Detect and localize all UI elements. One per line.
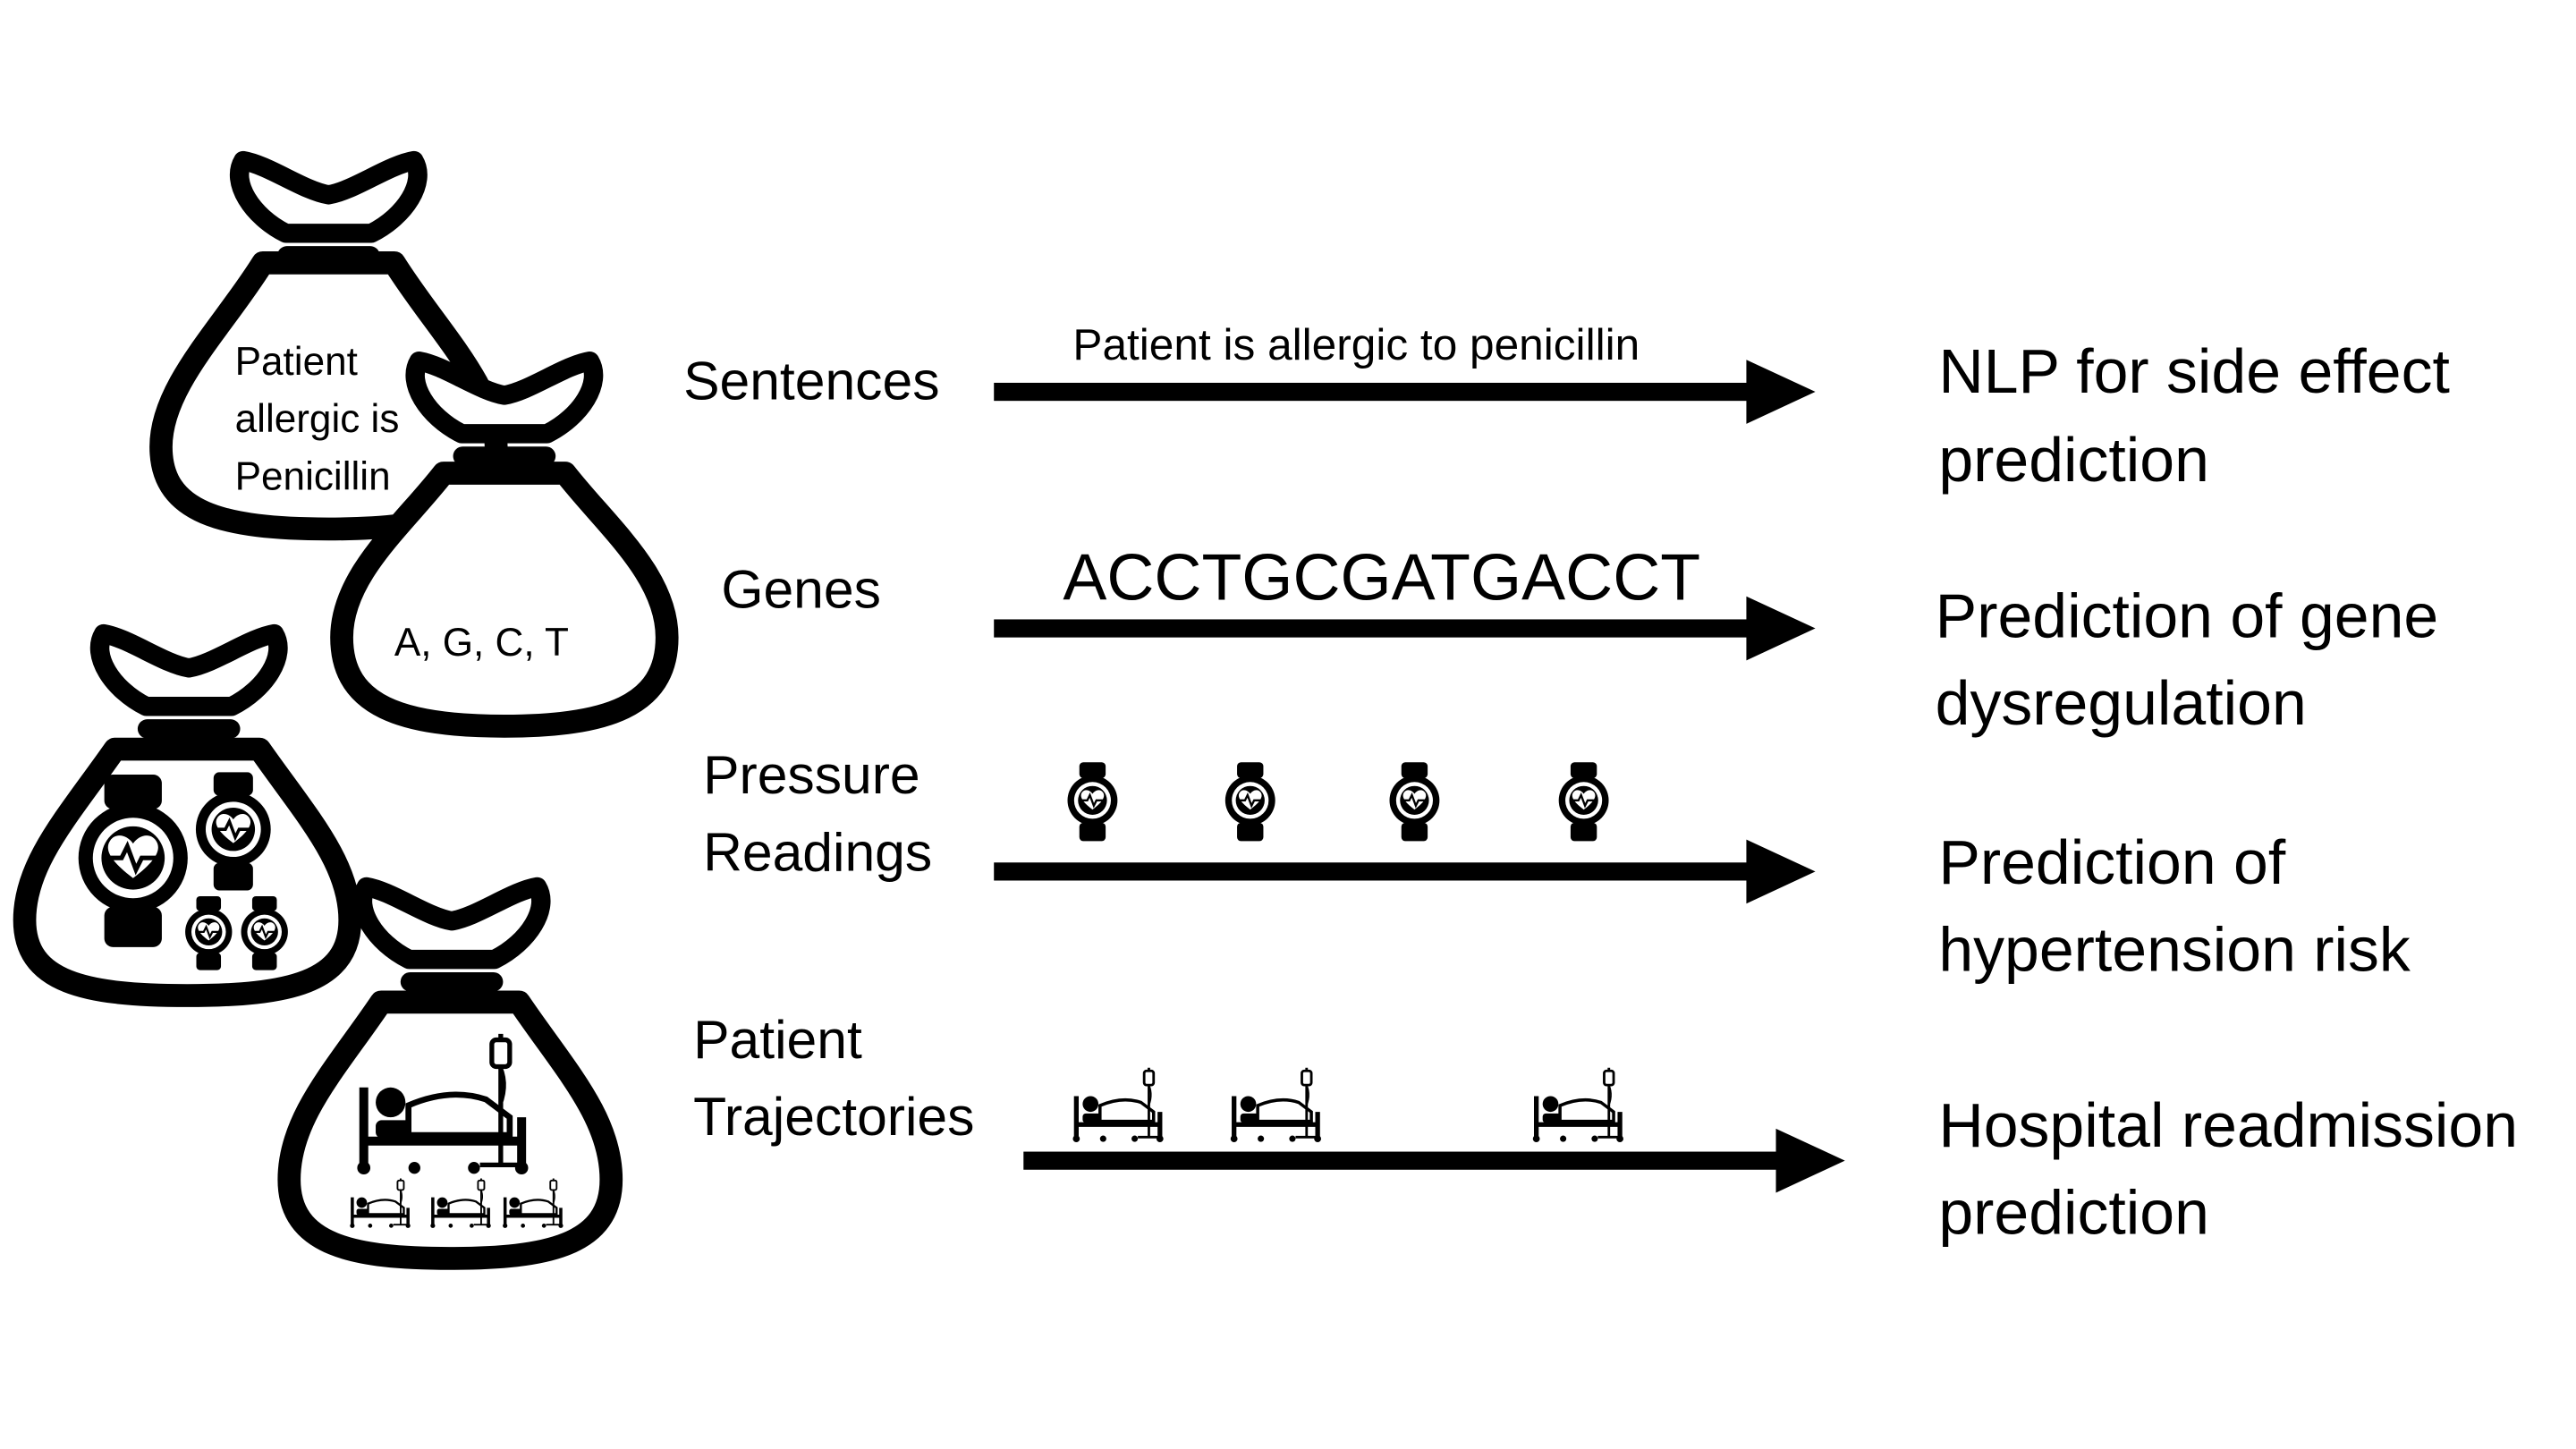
row-sentences: Sentences Patient is allergic to penicil…: [683, 319, 2450, 495]
row-patient-trajectories: Patient Trajectories Hospital readmissio…: [693, 1009, 2518, 1248]
output-label-hypertension-line-2: hypertension risk: [1938, 915, 2411, 985]
sequence-text-sentence: Patient is allergic to penicillin: [1072, 319, 1640, 369]
output-label-nlp-line-1: NLP for side effect: [1938, 336, 2450, 406]
bag-patient-trajectories: [277, 886, 623, 1270]
smartwatch-heart-icon: [1388, 761, 1441, 843]
smartwatch-heart-icon: [1224, 761, 1276, 843]
input-label-pressure-line-1: Pressure: [703, 744, 920, 805]
smartwatch-heart-icon: [1066, 761, 1119, 843]
arrow: [1023, 1128, 1845, 1193]
arrow: [994, 839, 1816, 904]
output-label-nlp-line-2: prediction: [1938, 425, 2209, 495]
output-label-hypertension-line-1: Prediction of: [1938, 827, 2285, 897]
bag-sentences-line-2: allergic is: [235, 397, 400, 441]
output-label-readmission-line-2: prediction: [1938, 1177, 2209, 1247]
hospital-bed-icon: [1072, 1068, 1163, 1142]
input-label-sentences: Sentences: [683, 350, 939, 411]
row-genes: Genes ACCTGCGATGACCT Prediction of gene …: [721, 539, 2438, 738]
output-label-readmission-line-1: Hospital readmission: [1938, 1090, 2518, 1160]
hospital-bed-icon: [1533, 1068, 1623, 1142]
bag-genes-text: A, G, C, T: [394, 621, 569, 665]
smartwatch-heart-icon: [1557, 761, 1610, 843]
output-label-gene-line-1: Prediction of gene: [1936, 581, 2439, 651]
arrow: [994, 596, 1816, 661]
input-label-genes: Genes: [721, 559, 881, 620]
sequence-text-genes: ACCTGCGATGACCT: [1063, 539, 1700, 614]
bag-genes: A, G, C, T: [330, 361, 679, 738]
output-label-gene-line-2: dysregulation: [1936, 668, 2307, 738]
input-label-pressure-line-2: Readings: [703, 821, 932, 882]
bag-pressure-readings: [13, 634, 362, 1007]
arrow: [994, 360, 1816, 424]
row-pressure-readings: Pressure Readings Prediction of hyperten…: [703, 744, 2411, 984]
bag-sentences-line-1: Patient: [235, 340, 358, 384]
input-label-trajectories-line-1: Patient: [693, 1009, 862, 1070]
input-label-trajectories-line-2: Trajectories: [693, 1086, 974, 1147]
bag-sentences-line-3: Penicillin: [235, 454, 391, 498]
hospital-bed-icon: [1231, 1068, 1321, 1142]
